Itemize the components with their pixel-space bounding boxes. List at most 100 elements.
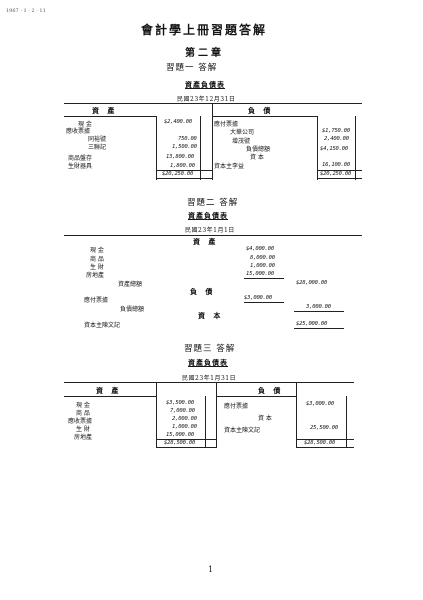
- ex2-liability-total-label: 負債總額: [120, 306, 145, 313]
- ex2-asset-amount: $4,000.00: [246, 246, 275, 252]
- ex3-right-cents-divider: [346, 396, 347, 448]
- exercise-2-heading: 習題二 答解: [187, 198, 239, 208]
- ex2-asset-label: 房地產: [86, 272, 105, 279]
- ex1-liability-label: 應付票據: [214, 121, 239, 128]
- ex1-liability-amount: 2,400.00: [324, 136, 349, 142]
- ex1-liability-amount: $4,150.00: [320, 146, 349, 152]
- ex3-top-rule: [64, 382, 354, 383]
- ex3-liabilities-header: 負 債: [258, 386, 284, 395]
- ex1-liability-label: 大華公司: [230, 129, 255, 136]
- ex1-liability-label: 資本主李益: [214, 163, 245, 170]
- ex2-assets-header: 資 產: [193, 237, 219, 246]
- header-note: 1967 · 1 · 2 · 11: [6, 8, 46, 14]
- ex1-right-total-rule: [317, 178, 362, 179]
- ex1-asset-label: 商品盤存: [68, 155, 93, 162]
- ex2-capital-label: 資本主陳文記: [84, 322, 121, 329]
- ex2-liabilities-total-rule: [294, 311, 344, 312]
- ex3-assets-header-rule: [64, 396, 156, 397]
- ex3-assets-total: $28,500.00: [164, 440, 196, 446]
- ex3-left-cents-divider: [205, 396, 206, 448]
- ex1-asset-label: 現 金: [78, 121, 92, 128]
- ex1-center-divider: [212, 103, 213, 180]
- ex1-asset-label: 生財器具: [68, 163, 93, 170]
- ex2-asset-amount: 1,000.00: [250, 263, 275, 269]
- ex1-liabilities-header-rule: [212, 116, 317, 117]
- exercise-2-sheet-title: 資產負債表: [188, 211, 228, 220]
- ex2-asset-amount: 15,000.00: [246, 271, 275, 277]
- ex1-asset-amount: 13,800.00: [166, 154, 195, 160]
- exercise-3-sheet-title: 資產負債表: [188, 358, 228, 367]
- ex3-asset-amount: $3,500.00: [166, 400, 195, 406]
- ex3-asset-amount: 15,000.00: [166, 432, 195, 438]
- ex3-asset-amount: 1,000.00: [172, 424, 197, 430]
- ex1-liability-amount: 16,100.00: [322, 162, 351, 168]
- ex3-asset-label: 應收票據: [68, 418, 93, 425]
- ex3-liability-amount: $3,000.00: [306, 401, 335, 407]
- ex3-liability-amount: 25,500.00: [310, 425, 339, 431]
- ex1-asset-label: 三聯記: [88, 144, 107, 151]
- ex2-assets-subtotal-rule: [244, 278, 284, 279]
- ex3-liabilities-header-rule: [216, 396, 296, 397]
- ex3-liability-label: 資本主陳文記: [224, 427, 261, 434]
- ex2-liabilities-subtotal-rule: [244, 302, 284, 303]
- exercise-3-date: 民國23年1月31日: [182, 375, 237, 382]
- ex1-liability-label: 資 本: [250, 154, 264, 161]
- ex3-liabilities-total: $28,500.00: [304, 440, 336, 446]
- ex1-left-amount-divider: [156, 116, 157, 180]
- exercise-1-sheet-title: 資產負債表: [185, 80, 225, 89]
- chapter-heading: 第二章: [185, 48, 224, 59]
- ex1-right-amount-divider: [317, 116, 318, 180]
- ex1-left-total-rule: [156, 178, 212, 179]
- document-title: 會計學上冊習題答解: [141, 23, 268, 37]
- page-number: 1: [208, 565, 214, 574]
- ex2-asset-total: $28,000.00: [296, 280, 328, 286]
- exercise-1-date: 民國23年12月31日: [177, 96, 236, 103]
- ex1-liability-label: 增茂號: [232, 138, 251, 145]
- ex2-top-rule: [64, 235, 362, 236]
- ex2-capital-header: 資 本: [198, 311, 224, 320]
- ex2-capital-rule: [294, 328, 344, 329]
- exercise-2-date: 民國23年1月1日: [185, 227, 235, 234]
- ex1-liabilities-header: 負 債: [248, 106, 274, 115]
- exercise-1-heading: 習題一 答解: [166, 63, 218, 73]
- ex3-asset-label: 生 財: [76, 426, 90, 433]
- ex2-asset-label: 商 品: [90, 256, 104, 263]
- ex3-asset-label: 商 品: [76, 410, 90, 417]
- ex1-liability-amount: $1,750.00: [322, 128, 351, 134]
- ex3-assets-header: 資 產: [96, 386, 122, 395]
- ex1-liabilities-total: $20,250.00: [320, 171, 352, 177]
- ex2-liability-label: 應付票據: [84, 297, 109, 304]
- ex3-right-subtotal-rule: [296, 439, 354, 440]
- ex3-left-amount-divider: [156, 382, 157, 448]
- ex1-asset-amount: 750.00: [178, 136, 197, 142]
- ex3-asset-label: 現 金: [76, 402, 90, 409]
- ex1-left-subtotal-rule: [156, 170, 212, 171]
- ex1-top-rule: [64, 103, 362, 104]
- ex3-right-amount-divider: [296, 382, 297, 448]
- ex2-liability-amount: $3,000.00: [244, 295, 273, 301]
- ex3-liability-label: 資 本: [258, 415, 272, 422]
- ex2-asset-amount: 8,000.00: [250, 255, 275, 261]
- ex1-asset-amount: $2,400.00: [164, 119, 193, 125]
- ex3-liability-label: 應付票據: [224, 403, 249, 410]
- ex1-asset-amount: 1,500.00: [172, 144, 197, 150]
- ex2-asset-total-label: 資產總額: [118, 281, 143, 288]
- ex3-right-total-rule: [296, 447, 354, 448]
- ex2-capital-amount: $25,000.00: [296, 321, 328, 327]
- ex2-asset-label: 生 財: [90, 264, 104, 271]
- ex1-assets-header-rule: [64, 116, 156, 117]
- ex1-right-subtotal-rule: [317, 170, 362, 171]
- ex2-asset-label: 現 金: [90, 247, 104, 254]
- ex3-center-divider: [216, 382, 217, 448]
- ex1-liability-label: 負債總額: [246, 146, 271, 153]
- ex3-asset-amount: 7,000.00: [170, 408, 195, 414]
- ex3-left-total-rule: [156, 447, 216, 448]
- exercise-3-heading: 習題三 答解: [184, 344, 236, 354]
- ex2-liabilities-header: 負 債: [190, 287, 216, 296]
- ex3-asset-amount: 2,000.00: [172, 416, 197, 422]
- ex1-asset-label: 同裕號: [88, 136, 107, 143]
- ex1-assets-total: $20,250.00: [162, 171, 194, 177]
- ex1-assets-header: 資 產: [92, 106, 118, 115]
- ex2-liability-total: 3,000.00: [306, 304, 331, 310]
